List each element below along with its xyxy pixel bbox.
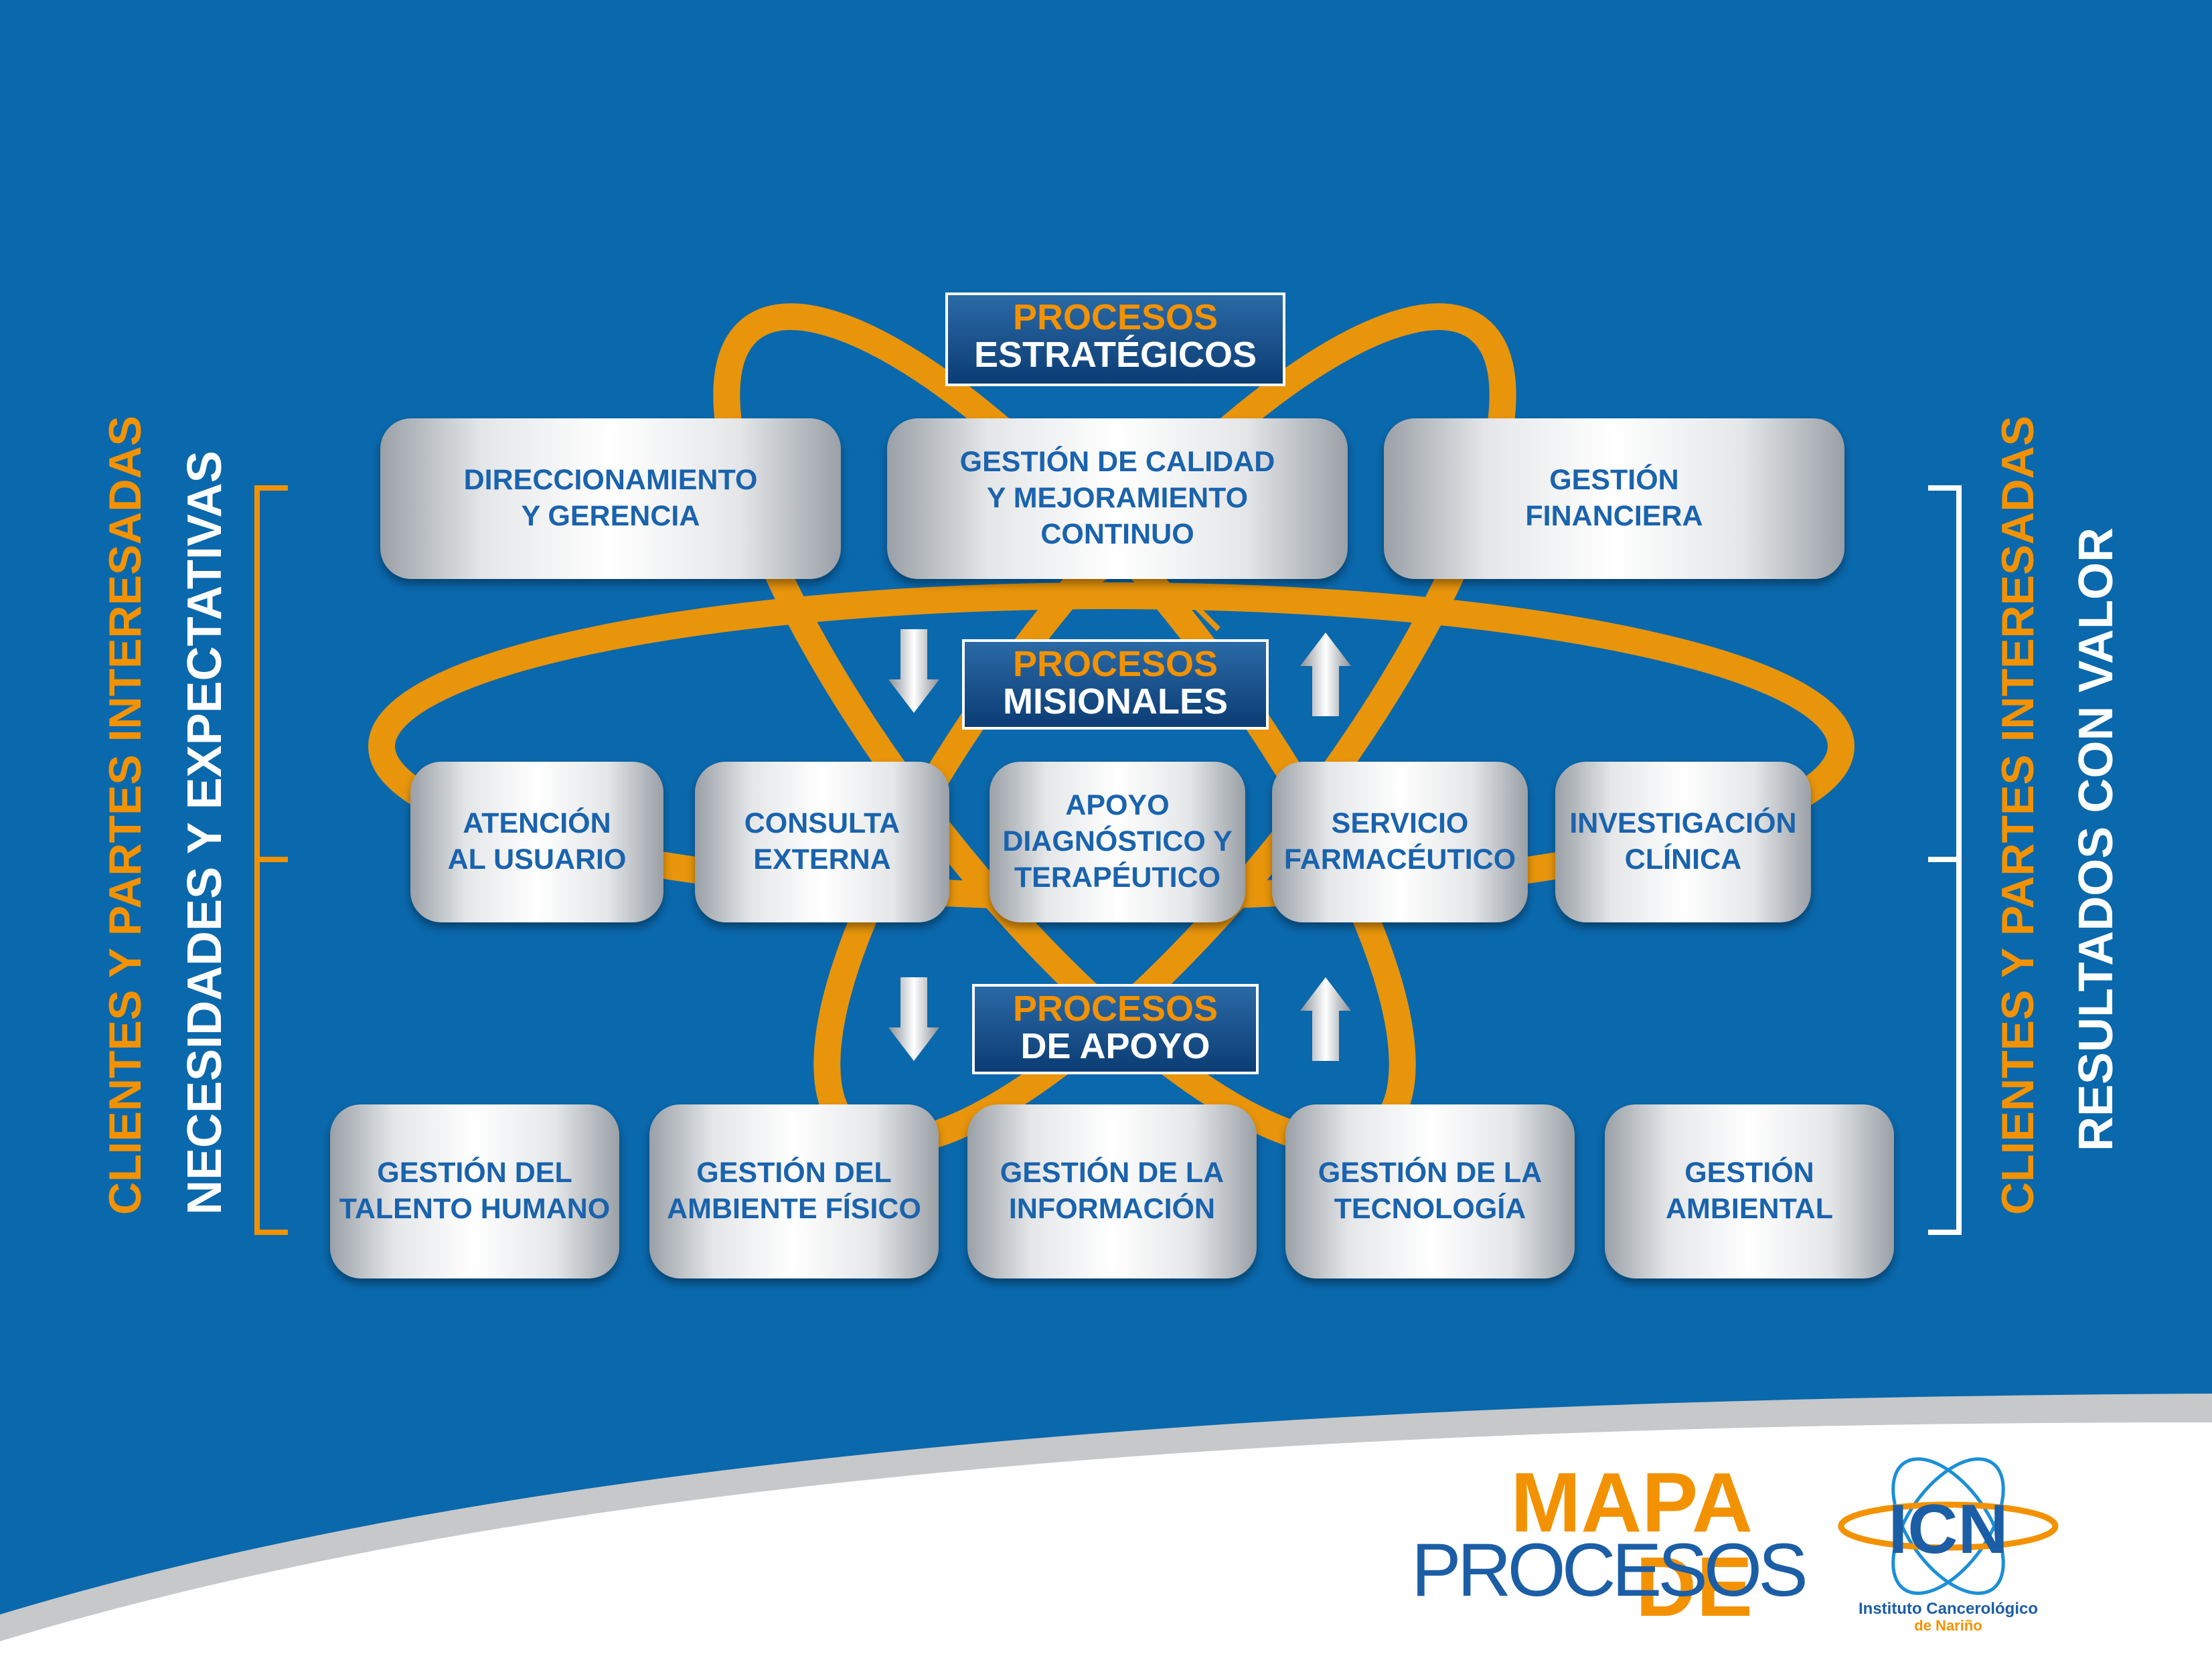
process-label: ATENCIÓN AL USUARIO [447,807,627,876]
right-bracket-tick [1928,857,1962,862]
process-label: APOYO DIAGNÓSTICO Y TERAPÉUTICO [1002,789,1233,894]
section-label-line1: PROCESOS [1012,297,1218,337]
process-box-apoyo-diagnostico: APOYO DIAGNÓSTICO Y TERAPÉUTICO [990,762,1245,922]
arrow-up-icon [1300,633,1351,716]
process-box-informacion: GESTIÓN DE LA INFORMACIÓN [967,1104,1257,1278]
process-label: SERVICIO FARMACÉUTICO [1283,807,1516,876]
arrow-down-icon [888,629,939,713]
process-box-investigacion-clinica: INVESTIGACIÓN CLÍNICA [1555,762,1811,922]
title-line2: PROCESOS [1411,1528,1808,1612]
bottom-white-wave [0,1422,2212,1660]
process-box-financiera: GESTIÓN FINANCIERA [1384,418,1844,579]
process-box-tecnologia: GESTIÓN DE LA TECNOLOGÍA [1285,1104,1575,1278]
section-label-line1: PROCESOS [1012,989,1218,1029]
process-label: GESTIÓN FINANCIERA [1525,464,1703,532]
process-label: CONSULTA EXTERNA [744,807,900,876]
section-label-misionales: PROCESOS MISIONALES [962,639,1269,730]
section-label-line1: PROCESOS [1012,644,1218,684]
icn-logo: ICN [1838,1457,2059,1595]
process-label: GESTIÓN DE LA INFORMACIÓN [1000,1157,1224,1225]
process-label: GESTIÓN DEL TALENTO HUMANO [339,1157,611,1225]
process-box-talento-humano: GESTIÓN DEL TALENTO HUMANO [330,1104,619,1278]
section-label-line2: DE APOYO [1020,1026,1210,1066]
arrow-down-icon [888,977,939,1061]
right-orange-text: CLIENTES Y PARTES INTERESADAS [1992,416,2043,1215]
process-box-servicio-farmaceutico: SERVICIO FARMACÉUTICO [1272,762,1528,922]
section-label-line2: MISIONALES [1002,681,1229,722]
process-label: DIRECCIONAMIENTO Y GERENCIA [463,464,758,532]
section-label-estrategicos: PROCESOS ESTRATÉGICOS [945,293,1285,386]
process-label: GESTIÓN DE LA TECNOLOGÍA [1318,1157,1543,1225]
process-label: GESTIÓN AMBIENTAL [1665,1157,1833,1225]
left-orange-text: CLIENTES Y PARTES INTERESADAS [100,416,151,1215]
process-label: GESTIÓN DEL AMBIENTE FÍSICO [667,1157,921,1225]
section-label-line2: ESTRATÉGICOS [973,335,1257,375]
process-label: GESTIÓN DE CALIDAD Y MEJORAMIENTO CONTIN… [959,446,1275,550]
process-box-ambiental: GESTIÓN AMBIENTAL [1605,1104,1894,1278]
process-label: INVESTIGACIÓN CLÍNICA [1569,807,1797,876]
process-box-direccionamiento: DIRECCIONAMIENTO Y GERENCIA [380,418,841,579]
process-box-ambiente-fisico: GESTIÓN DEL AMBIENTE FÍSICO [649,1104,939,1278]
section-label-apoyo: PROCESOS DE APOYO [972,984,1259,1074]
process-box-atencion-usuario: ATENCIÓN AL USUARIO [410,762,663,922]
logo-line1: Instituto Cancerológico [1858,1600,2038,1618]
left-bracket-tick [254,857,288,862]
logo-acronym: ICN [1888,1491,2008,1568]
process-box-consulta-externa: CONSULTA EXTERNA [695,762,949,922]
logo-line2: de Nariño [1914,1617,1982,1634]
arrow-up-icon [1300,977,1351,1061]
right-white-text: RESULTADOS CON VALOR [2069,527,2123,1151]
left-white-text: NECESIDADES Y EXPECTATIVAS [178,450,232,1215]
title-line1: MAPA DE [1510,1455,1753,1634]
process-box-calidad: GESTIÓN DE CALIDAD Y MEJORAMIENTO CONTIN… [887,418,1348,579]
